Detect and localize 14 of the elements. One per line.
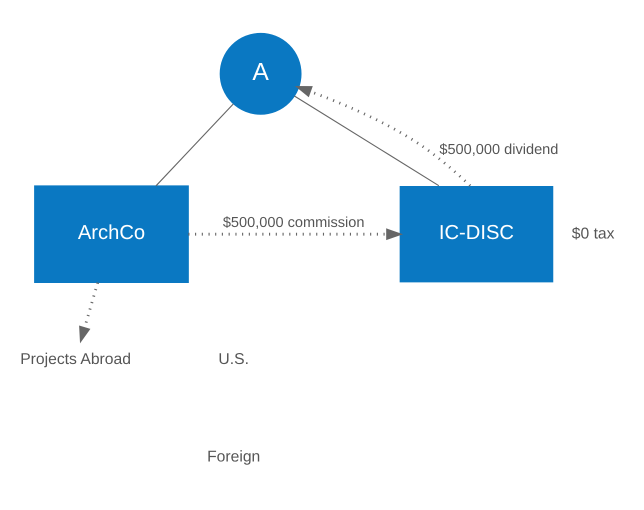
label: Foreign [207,448,260,465]
node-label: $0 tax [572,224,615,242]
arrow [294,85,472,186]
arrow [188,228,404,240]
node-box: ArchCo [34,184,189,282]
connector [294,94,440,186]
node-text: Projects Abroad [20,350,131,368]
node-circle: A [220,32,302,114]
label: U.S. [218,350,249,368]
edge-label: $500,000 commission [222,214,365,230]
arrow [79,282,100,343]
connector [156,103,234,186]
node-box: IC-DISC [400,185,554,282]
edge-label: $500,000 dividend [439,141,558,158]
